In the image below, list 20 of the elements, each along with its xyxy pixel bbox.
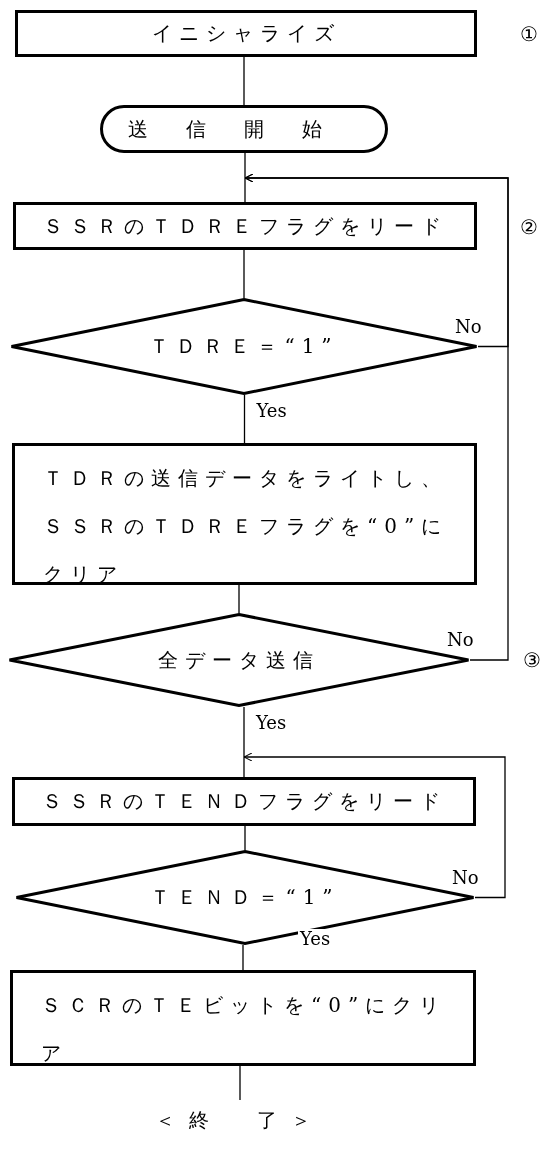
connector-line <box>238 584 240 614</box>
process-box: ＳＳＲのＴＤＲＥフラグをリード <box>13 202 477 250</box>
step-number: ① <box>520 22 538 46</box>
step-number: ③ <box>523 648 541 672</box>
connector-line <box>242 944 244 971</box>
connector-line <box>244 825 246 851</box>
arrow <box>244 173 509 661</box>
connector-line <box>239 1065 241 1101</box>
step-number: ② <box>520 215 538 239</box>
process-box: イニシャライズ <box>15 10 477 57</box>
connector-line <box>243 394 246 444</box>
connector-line <box>243 56 245 106</box>
arrow <box>243 752 506 899</box>
process-box: ＳＣＲのＴＥビットを“0”にクリア <box>10 970 476 1066</box>
connector-line <box>244 152 246 203</box>
process-box: ＳＳＲのＴＥＮＤフラグをリード <box>12 777 476 826</box>
connector-line <box>243 249 245 299</box>
terminal-shape: 送信開始 <box>100 105 388 153</box>
connector-line <box>243 706 245 778</box>
end-text: ＜終 了＞ <box>150 1100 330 1140</box>
